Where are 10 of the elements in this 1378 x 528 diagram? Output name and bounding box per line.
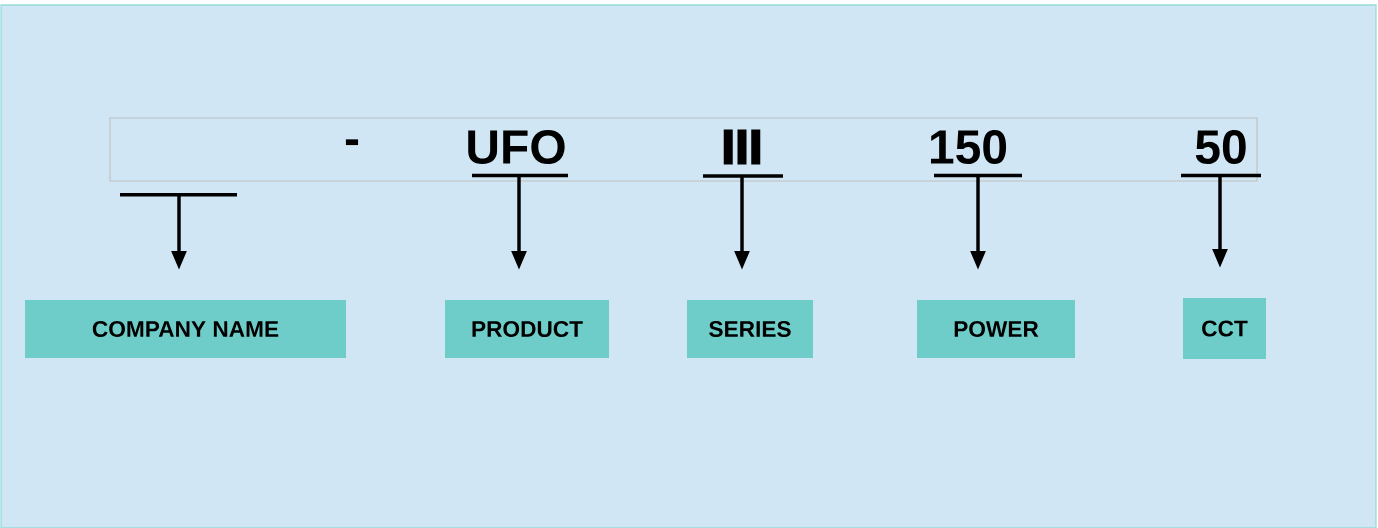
separator-text: -	[345, 139, 359, 146]
code-text: Ⅲ	[723, 129, 761, 165]
code-text: 150	[931, 130, 1007, 164]
label-box: PRODUCT	[445, 300, 609, 358]
code-text: UFO	[468, 130, 565, 164]
label-box: COMPANY NAME	[25, 300, 346, 358]
label-box: CCT	[1183, 298, 1266, 359]
code-text: 50	[1195, 130, 1246, 164]
label-box: SERIES	[687, 300, 813, 358]
label-box: POWER	[917, 300, 1075, 358]
